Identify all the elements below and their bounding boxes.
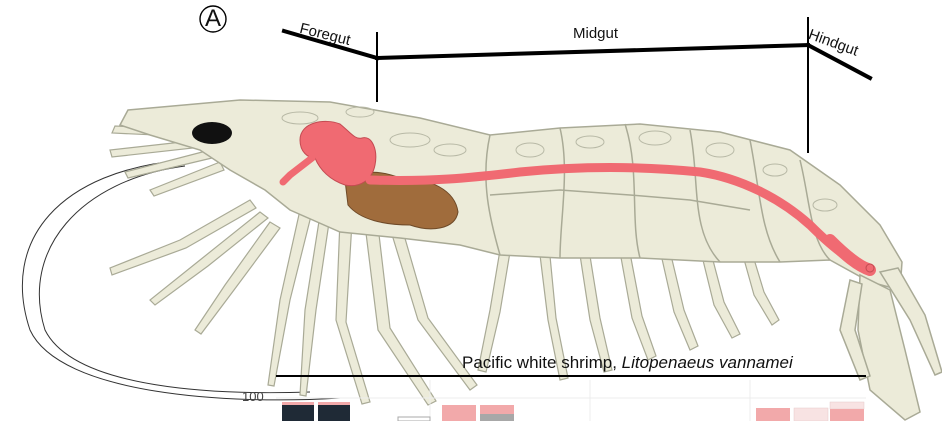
- bar-6: [756, 408, 790, 421]
- midgut-label: Midgut: [573, 25, 618, 42]
- eye: [192, 122, 232, 144]
- bar-5-top: [480, 405, 514, 414]
- bar-8: [830, 409, 864, 421]
- panel-letter: A: [198, 4, 228, 34]
- bar-2-top: [318, 402, 350, 405]
- species-caption: Pacific white shrimp, Litopenaeus vannam…: [462, 353, 793, 373]
- bar-4: [442, 405, 476, 421]
- bar-1-top: [282, 402, 314, 405]
- bar-1: [282, 405, 314, 421]
- bar-7: [794, 408, 828, 421]
- y-axis-tick-100: 100: [242, 389, 264, 404]
- tail-fan: [840, 268, 942, 420]
- bar-5: [480, 414, 514, 421]
- shrimp-body: [120, 100, 902, 290]
- bar-3: [398, 417, 430, 421]
- anus: [866, 264, 874, 272]
- species-common-name: Pacific white shrimp,: [462, 353, 622, 372]
- partial-bars: [282, 402, 864, 421]
- bar-8-top: [830, 402, 864, 409]
- midgut-line: [377, 45, 808, 58]
- species-scientific-name: Litopenaeus vannamei: [622, 353, 793, 372]
- bar-2: [318, 405, 350, 421]
